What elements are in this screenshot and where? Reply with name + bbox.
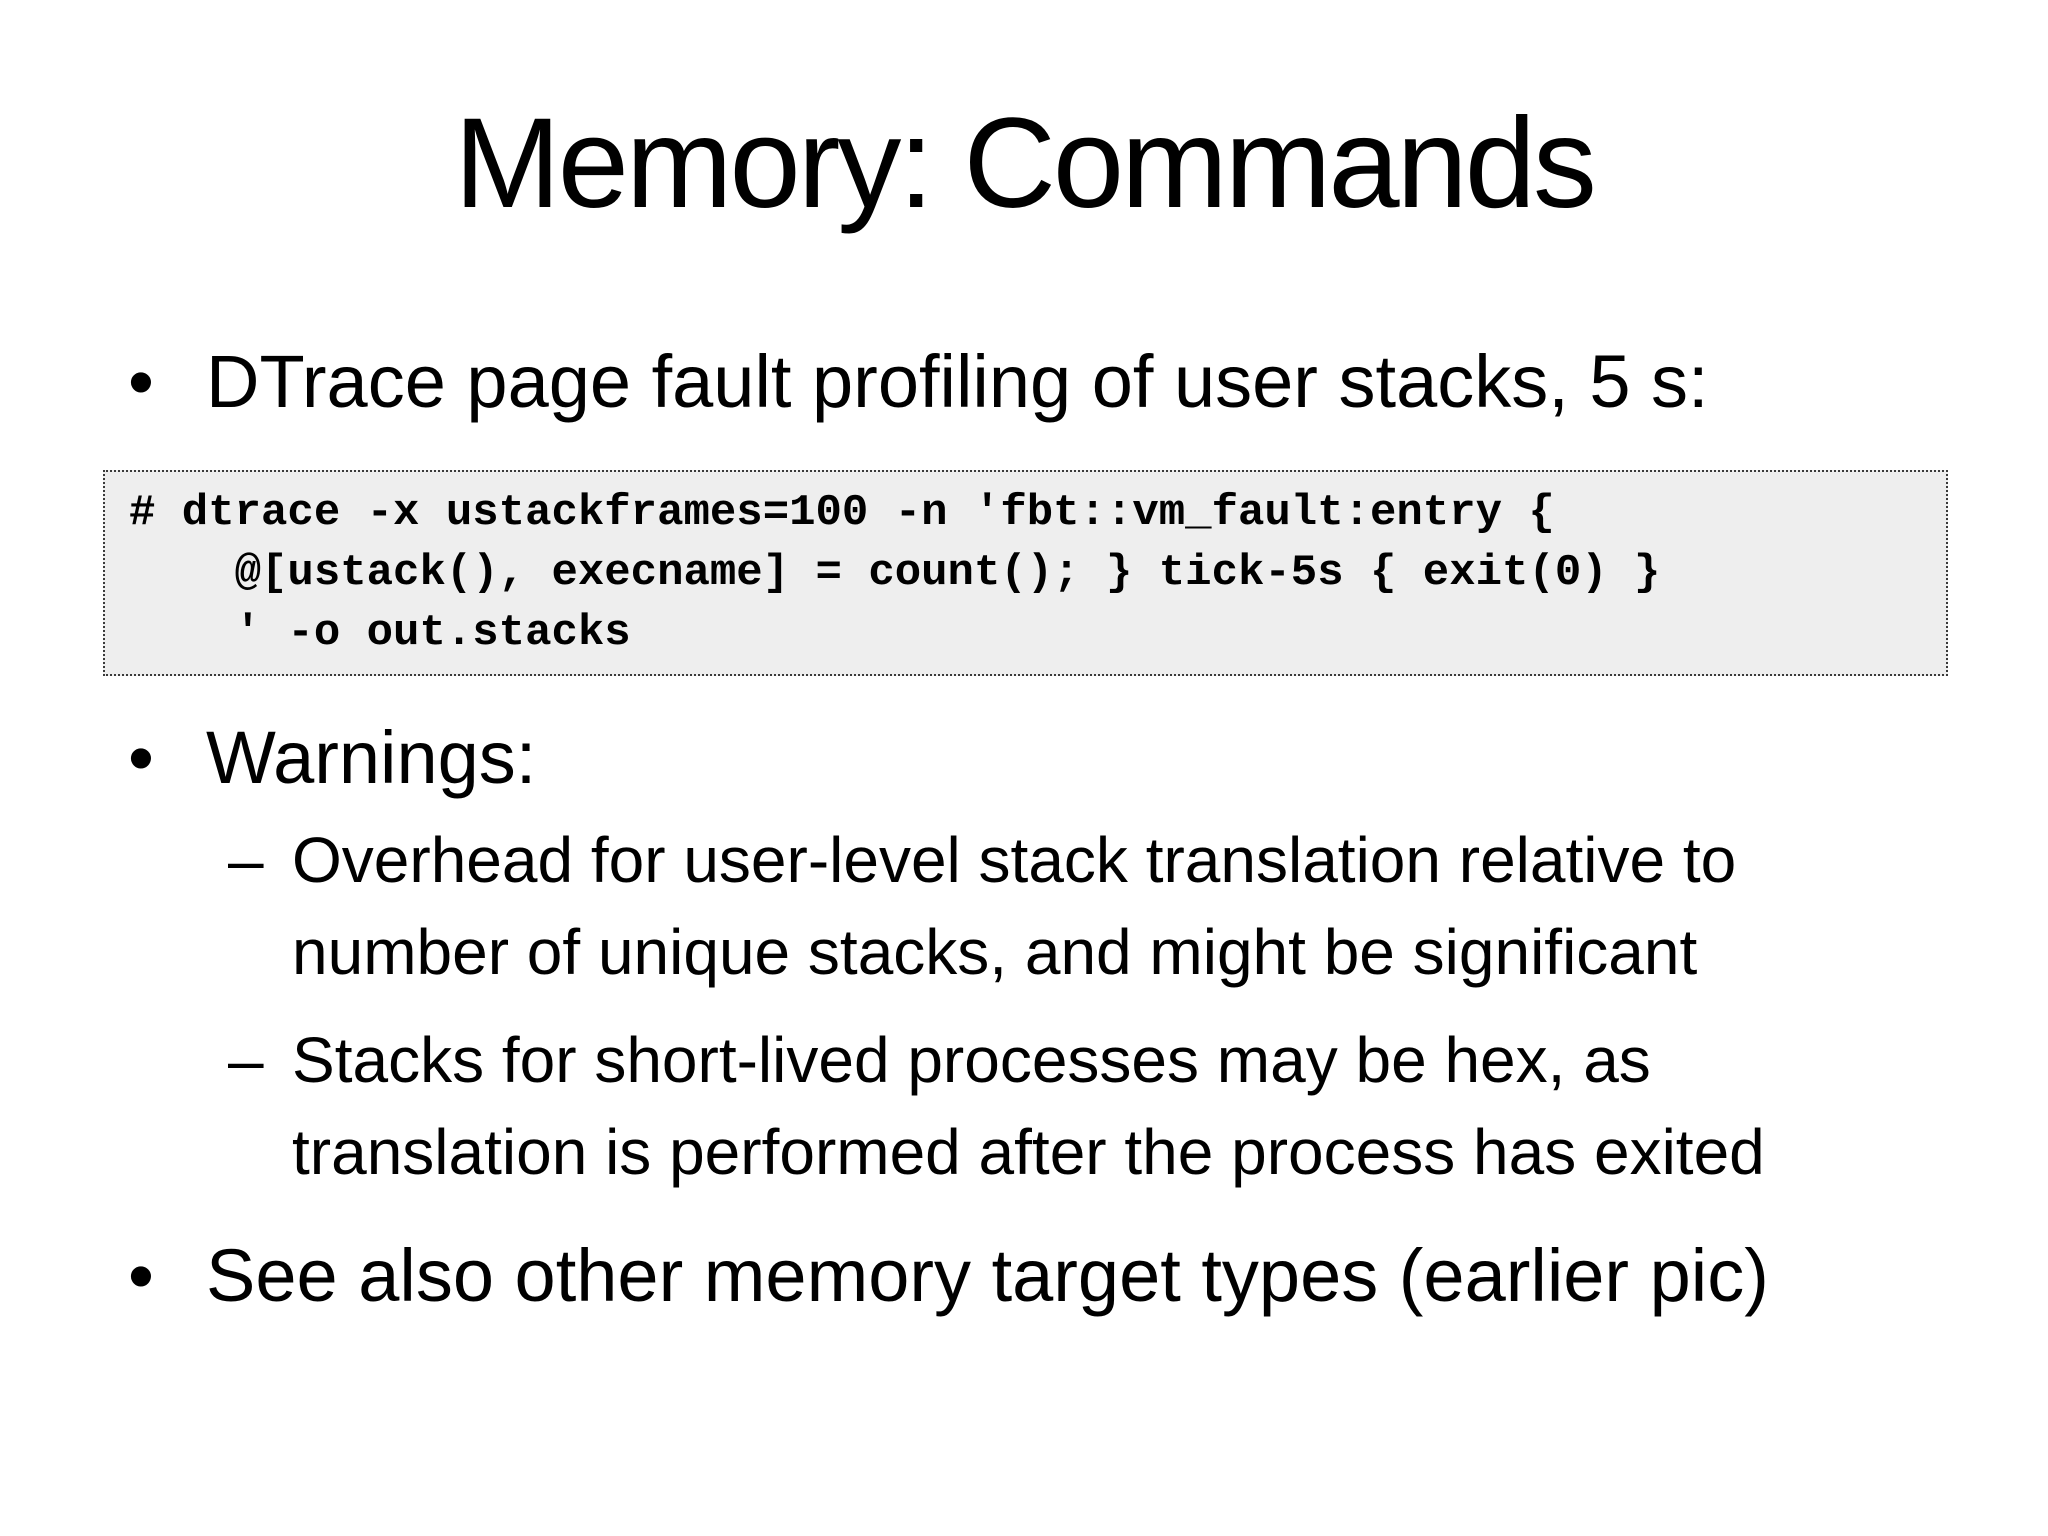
dash-marker: – bbox=[228, 824, 264, 896]
code-block: # dtrace -x ustackframes=100 -n 'fbt::vm… bbox=[103, 470, 1948, 676]
code-line-2: @[ustack(), execname] = count(); } tick-… bbox=[129, 548, 1661, 598]
dash-marker: – bbox=[228, 1024, 264, 1096]
subbullet-line: Stacks for short-lived processes may be … bbox=[292, 1024, 1651, 1096]
subbullet-line: translation is performed after the proce… bbox=[292, 1116, 1765, 1188]
bullet-see-also: • See also other memory target types (ea… bbox=[0, 1232, 2048, 1321]
subbullet-line: number of unique stacks, and might be si… bbox=[292, 916, 1698, 988]
code-line-3: ' -o out.stacks bbox=[129, 608, 631, 658]
bullet-marker: • bbox=[128, 716, 154, 799]
bullet-marker: • bbox=[128, 340, 154, 423]
code-line-1: # dtrace -x ustackframes=100 -n 'fbt::vm… bbox=[129, 488, 1555, 538]
bullet-marker: • bbox=[128, 1234, 154, 1317]
bullet-text: DTrace page fault profiling of user stac… bbox=[206, 340, 1709, 423]
bullet-text: Warnings: bbox=[206, 716, 537, 799]
subbullet-line: Overhead for user-level stack translatio… bbox=[292, 824, 1737, 896]
bullet-warnings: • Warnings: bbox=[0, 714, 2048, 803]
bullet-dtrace-profiling: • DTrace page fault profiling of user st… bbox=[0, 338, 2048, 427]
bullet-text: See also other memory target types (earl… bbox=[206, 1234, 1769, 1317]
slide-title: Memory: Commands bbox=[454, 92, 1597, 235]
subbullet-shortlived: – Stacks for short-lived processes may b… bbox=[0, 1014, 2048, 1198]
subbullet-overhead: – Overhead for user-level stack translat… bbox=[0, 814, 2048, 998]
